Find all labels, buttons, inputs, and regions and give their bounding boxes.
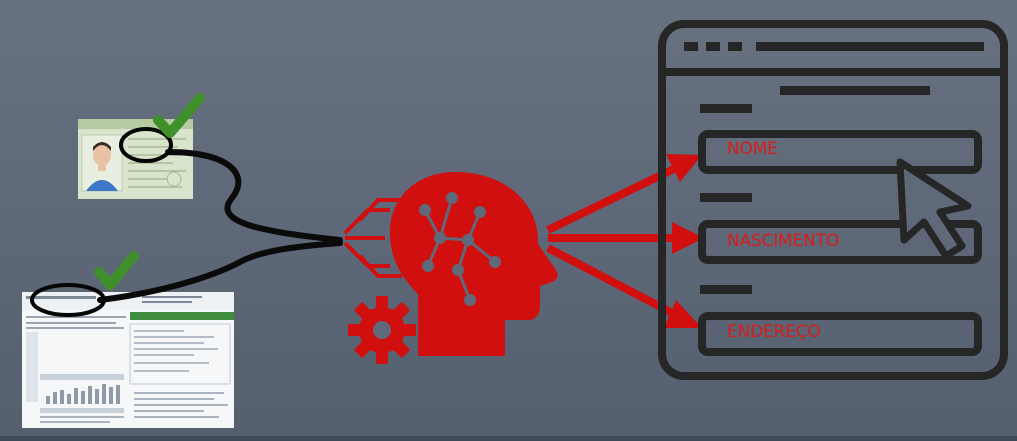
connector-line-bill	[97, 240, 343, 303]
input-box-nome	[698, 130, 982, 174]
input-box-nascimento	[698, 220, 982, 264]
ai-head-icon	[389, 172, 558, 356]
bottom-border	[0, 436, 1017, 441]
arrow-to-endereco	[546, 244, 680, 320]
arrow-head	[666, 154, 702, 182]
field-label-endereco: ENDEREÇO	[727, 322, 821, 342]
arrow-head	[672, 222, 704, 254]
highlight-circle-id	[119, 127, 173, 163]
form-input-boxes	[698, 130, 982, 356]
highlight-circle-bill	[30, 283, 106, 317]
gear-icon	[348, 296, 416, 364]
cursor-icon	[896, 158, 972, 260]
field-label-nascimento: NASCIMENTO	[727, 231, 839, 251]
form-window-icon	[658, 20, 1008, 380]
circuit-lines	[343, 198, 402, 278]
connector-line-id	[165, 149, 343, 243]
field-label-nome: NOME	[727, 139, 778, 159]
form-text-lines	[700, 86, 930, 294]
check-icon	[94, 251, 139, 290]
check-icon	[153, 93, 205, 138]
input-box-endereco	[698, 312, 982, 356]
output-arrows	[546, 154, 704, 328]
window-title-dots	[684, 42, 984, 51]
arrow-head	[664, 300, 702, 328]
